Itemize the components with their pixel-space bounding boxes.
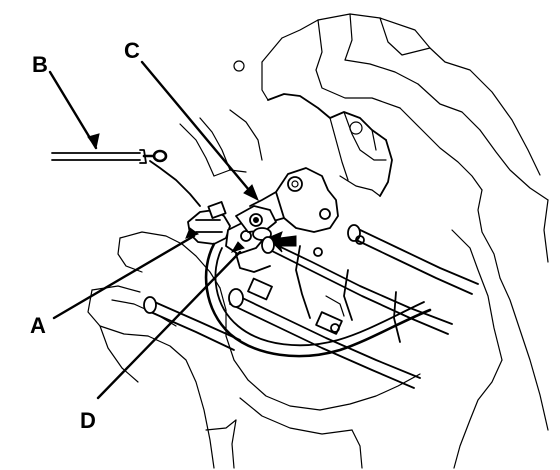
leader-line-c [140, 60, 256, 198]
leader-line-b [48, 70, 98, 150]
engine-housing [87, 13, 549, 469]
mounting-bracket [249, 167, 339, 233]
callout-label-c: C [124, 38, 140, 63]
cable-clamp-assembly [187, 201, 297, 273]
callout-label-b: B [32, 52, 48, 77]
callout-label-a: A [30, 313, 46, 338]
leader-line-d [96, 250, 242, 400]
leader-line-a [52, 234, 196, 320]
callout-label-d: D [80, 408, 96, 433]
cable-loop [204, 242, 432, 358]
throttle-cable [51, 149, 201, 207]
guide-rails [143, 224, 479, 389]
callout-leaders [48, 60, 259, 400]
push-direction-arrow-icon [267, 231, 297, 253]
